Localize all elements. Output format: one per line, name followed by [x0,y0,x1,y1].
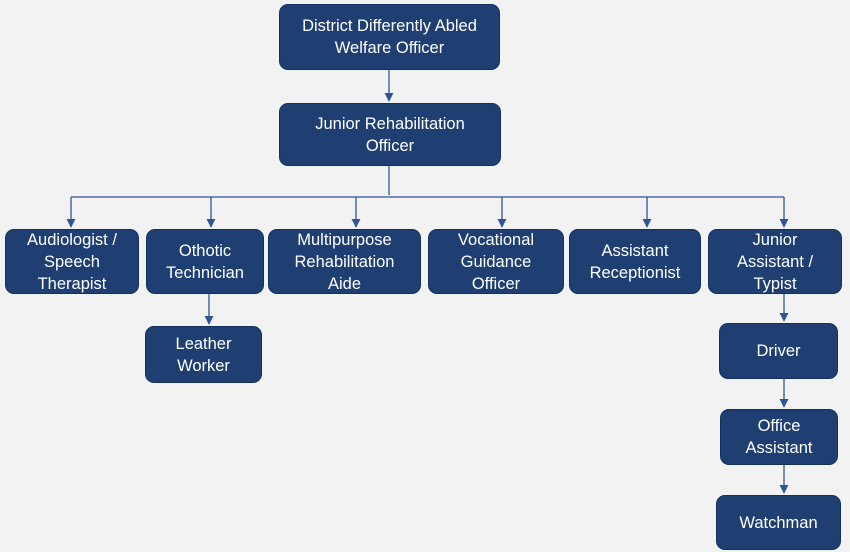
node-audiologist-speech-therapist: Audiologist / Speech Therapist [5,229,139,294]
node-junior-rehabilitation-officer: Junior Rehabilitation Officer [279,103,501,166]
node-district-differently-abled-welfare-officer: District Differently Abled Welfare Offic… [279,4,500,70]
node-office-assistant: Office Assistant [720,409,838,465]
node-othotic-technician: Othotic Technician [146,229,264,294]
node-junior-assistant-typist: Junior Assistant / Typist [708,229,842,294]
node-assistant-receptionist: Assistant Receptionist [569,229,701,294]
node-watchman: Watchman [716,495,841,550]
node-multipurpose-rehabilitation-aide: Multipurpose Rehabilitation Aide [268,229,421,294]
node-driver: Driver [719,323,838,379]
node-leather-worker: Leather Worker [145,326,262,383]
node-vocational-guidance-officer: Vocational Guidance Officer [428,229,564,294]
